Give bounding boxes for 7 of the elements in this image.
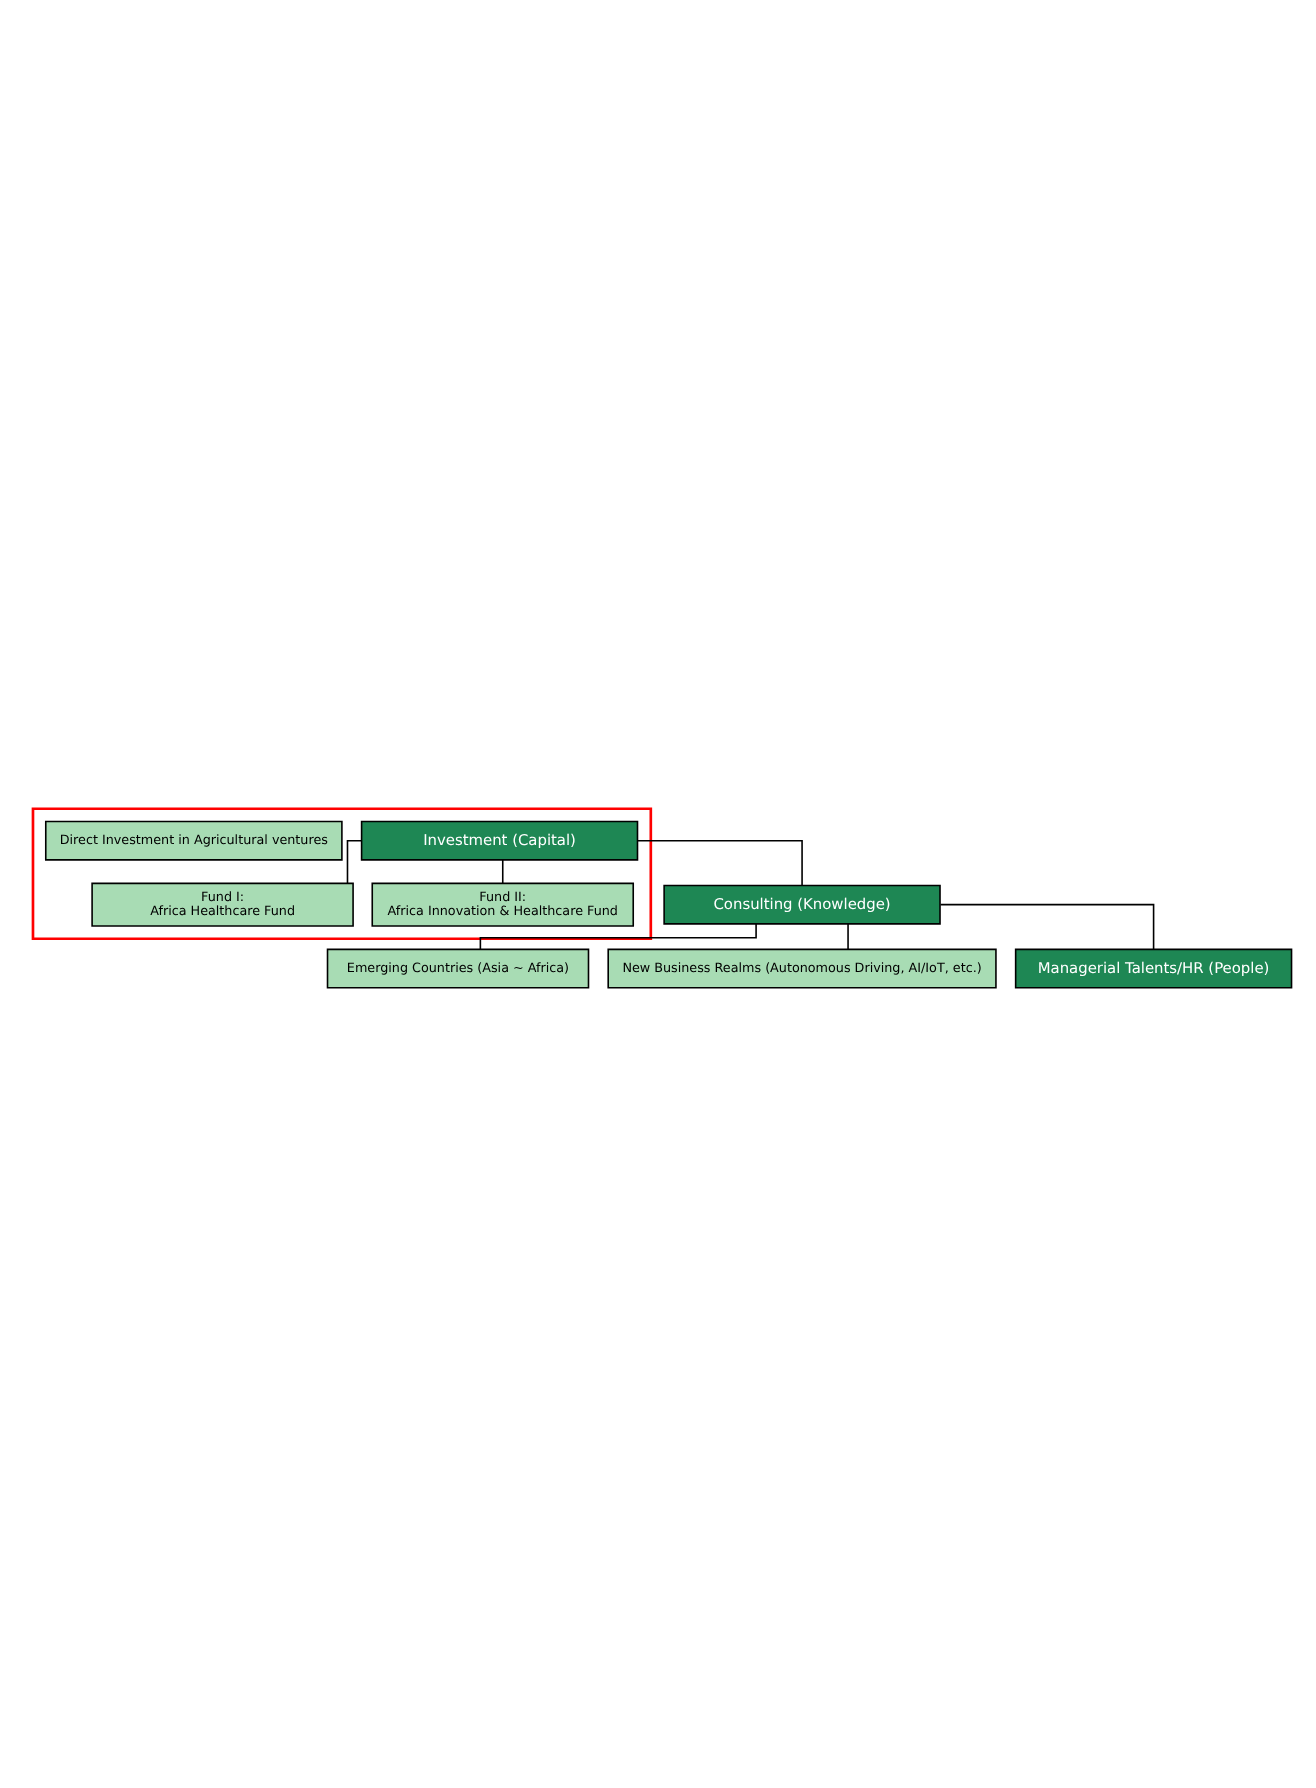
connector	[847, 923, 849, 950]
connector	[939, 903, 1155, 951]
connector	[501, 859, 504, 885]
cluster	[31, 807, 653, 941]
connector	[346, 839, 363, 884]
connector	[636, 839, 803, 887]
connector	[479, 923, 757, 950]
